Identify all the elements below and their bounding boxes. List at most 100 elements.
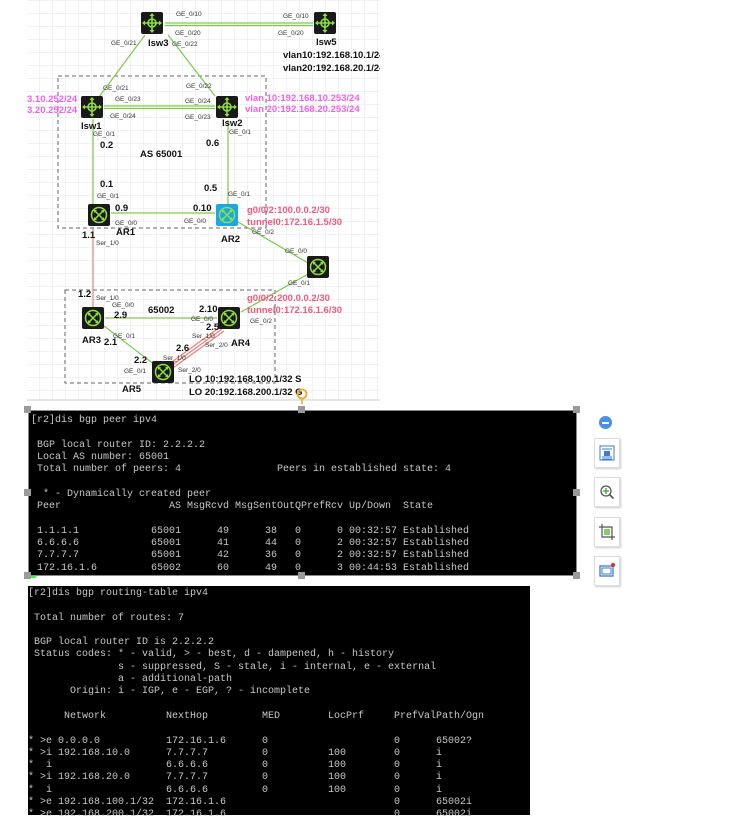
peer-cell: 36	[265, 550, 278, 562]
route-cell: * i	[28, 784, 53, 796]
peer-cell: 0	[295, 525, 302, 537]
port-label: Ser_1/0	[192, 333, 215, 340]
device-notes: vlan10:192.168.10.1/24 S vlan20:192.168.…	[27, 50, 380, 398]
ar1-router-icon[interactable]	[88, 204, 110, 226]
route-cell: 100	[328, 784, 347, 796]
port-label: GE_0/20	[278, 30, 304, 37]
lsw1-note: 3.20.252/24	[27, 105, 78, 116]
ar2-router-icon[interactable]	[216, 204, 238, 226]
collapse-button[interactable]	[599, 416, 612, 429]
route-cell: 0	[262, 772, 269, 784]
route-cell: * >e	[28, 735, 53, 747]
route-cell: 0	[394, 760, 401, 772]
device-label: lsw5	[316, 37, 337, 48]
ar4-router-icon[interactable]	[218, 307, 240, 329]
ar4-note: tunnel0:172.16.1.6/30	[247, 305, 342, 316]
port-label: GE_0/1	[229, 129, 251, 136]
port-label: GE_0/24	[110, 113, 136, 120]
peer-cell: 00:32:57	[349, 537, 398, 549]
peer-cell: 60	[217, 562, 230, 574]
peer-cell: 3	[337, 562, 344, 574]
ar5-router-icon[interactable]	[152, 361, 174, 383]
zoom-in-icon	[600, 485, 615, 500]
column-header: MED	[262, 710, 281, 722]
serial-links	[92, 227, 225, 369]
route-cell: 100	[328, 760, 347, 772]
router-icon[interactable]	[307, 256, 329, 278]
peer-cell: 00:32:57	[349, 525, 398, 537]
peer-cell: Established	[403, 537, 470, 549]
address-label: 0.2	[100, 140, 113, 151]
route-cell: 6.6.6.6	[166, 784, 209, 796]
resize-handle[interactable]	[573, 406, 580, 413]
device-label: AR2	[221, 234, 240, 245]
lsw5-switch-icon[interactable]	[313, 11, 337, 35]
cursor	[31, 576, 36, 578]
address-label: 2.9	[114, 310, 127, 321]
lsw1-switch-icon[interactable]	[80, 95, 104, 119]
port-label: GE_0/21	[103, 85, 129, 92]
route-cell: 0	[262, 747, 269, 759]
column-header: LocPrf	[328, 710, 365, 722]
column-header: Peer	[37, 501, 62, 513]
column-header: AS	[169, 501, 182, 513]
peer-cell: 7.7.7.7	[37, 550, 80, 562]
resize-handle[interactable]	[298, 406, 305, 413]
peer-cell: 42	[217, 550, 230, 562]
peer-cell: 00:44:53	[349, 562, 398, 574]
address-label: 0.9	[115, 203, 128, 214]
screen-icon	[599, 563, 615, 577]
resize-handle[interactable]	[573, 572, 580, 579]
crop-button[interactable]	[594, 517, 620, 547]
device-label: lsw3	[148, 38, 169, 49]
port-label: GE_0/2	[252, 229, 274, 236]
screen-capture-button[interactable]	[594, 556, 620, 586]
ar3-router-icon[interactable]	[82, 307, 104, 329]
port-label: GE_0/2	[250, 318, 272, 325]
established-peers: Peers in established state: 4	[277, 464, 452, 476]
lsw2-switch-icon[interactable]	[215, 95, 239, 119]
column-header: MsgSent	[235, 501, 278, 513]
port-label: Ser_2/0	[205, 342, 228, 349]
peer-cell: 0	[295, 562, 302, 574]
address-label: 2.10	[199, 304, 218, 315]
resize-handle[interactable]	[298, 572, 305, 579]
resize-handle[interactable]	[573, 489, 580, 496]
resize-handle[interactable]	[24, 406, 31, 413]
resize-handle[interactable]	[24, 489, 31, 496]
network-topology-diagram: lsw3 lsw5 lsw1 lsw2 AR1 AR2 AR3 AR4 AR5 …	[27, 0, 380, 405]
port-label: GE_0/1	[97, 193, 119, 200]
image-layout-button[interactable]	[594, 438, 620, 468]
column-header: MsgRcvd	[187, 501, 230, 513]
column-header: Up/Down	[349, 501, 392, 513]
device-label: AR5	[122, 384, 142, 395]
port-label: GE_0/10	[283, 13, 309, 20]
route-cell: i	[436, 784, 443, 796]
ar5-note: LO 20:192.168.200.1/32 G	[189, 387, 303, 398]
route-cell: 6.6.6.6	[166, 760, 209, 772]
zoom-in-button[interactable]	[594, 477, 620, 507]
route-cell: 0.0.0.0	[58, 735, 101, 747]
crop-icon	[599, 524, 615, 540]
rotate-handle-icon[interactable]	[296, 388, 308, 405]
port-label: GE_0/21	[111, 40, 137, 47]
route-cell: * >i	[28, 772, 53, 784]
port-label: GE_0/0	[115, 220, 137, 227]
address-label: 1.2	[78, 289, 91, 300]
address-label: 0.6	[206, 138, 219, 149]
resize-handle[interactable]	[24, 572, 31, 579]
lsw3-switch-icon[interactable]	[140, 11, 164, 35]
lsw2-note: vlan 10:192.168.10.253/24	[245, 93, 360, 104]
route-cell: 100	[328, 772, 347, 784]
status-codes-line: Status codes: * - valid, > - best, d - d…	[28, 649, 395, 661]
route-cell: * i	[28, 760, 53, 772]
lsw5-note: vlan10:192.168.10.1/24 S	[283, 50, 380, 61]
